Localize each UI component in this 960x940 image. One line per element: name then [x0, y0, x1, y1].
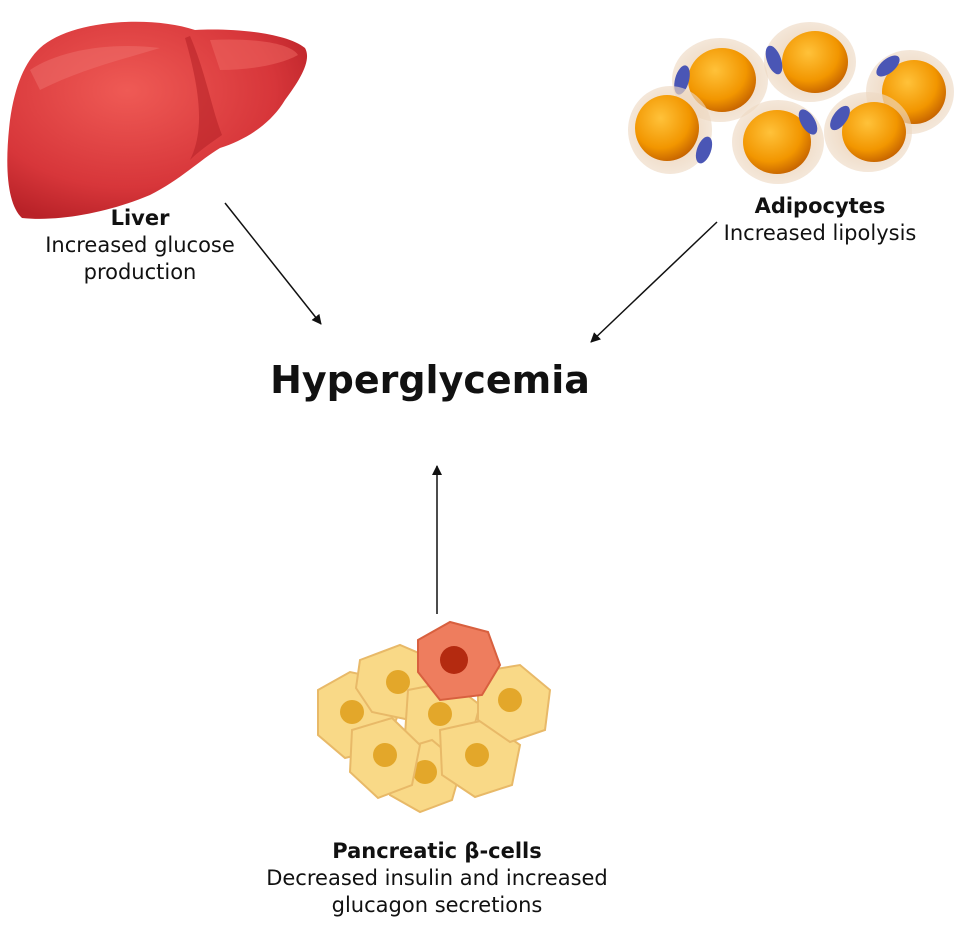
arrow-liver-to-hyperglycemia: [224, 202, 322, 325]
pancreas-illustration: [317, 620, 552, 814]
adipocytes-label: Adipocytes Increased lipolysis: [700, 193, 940, 247]
liver-title: Liver: [110, 206, 170, 230]
arrow-adipocytes-to-hyperglycemia: [590, 221, 718, 343]
pancreas-desc-line2: glucagon secretions: [331, 892, 543, 917]
liver-desc-line2: production: [83, 259, 197, 284]
liver-label: Liver Increased glucose production: [10, 205, 270, 286]
pancreas-title: Pancreatic β-cells: [332, 839, 542, 863]
adipocytes-illustration: [628, 22, 954, 184]
adipocytes-title: Adipocytes: [754, 194, 886, 218]
liver-desc-line1: Increased glucose: [45, 232, 235, 257]
adipocyte-cell: [764, 22, 856, 102]
adipocyte-cell: [732, 100, 824, 184]
alpha-cell: [417, 620, 502, 702]
pancreas-label: Pancreatic β-cells Decreased insulin and…: [227, 838, 647, 919]
adipocyte-cell: [628, 86, 713, 174]
adipocyte-cell: [824, 92, 912, 172]
page-title: Hyperglycemia: [270, 358, 590, 402]
beta-cell: [477, 663, 552, 744]
liver-illustration: [7, 21, 308, 219]
beta-cell: [348, 716, 422, 800]
adipocytes-desc-line1: Increased lipolysis: [723, 220, 917, 245]
pancreas-desc-line1: Decreased insulin and increased: [266, 865, 608, 890]
